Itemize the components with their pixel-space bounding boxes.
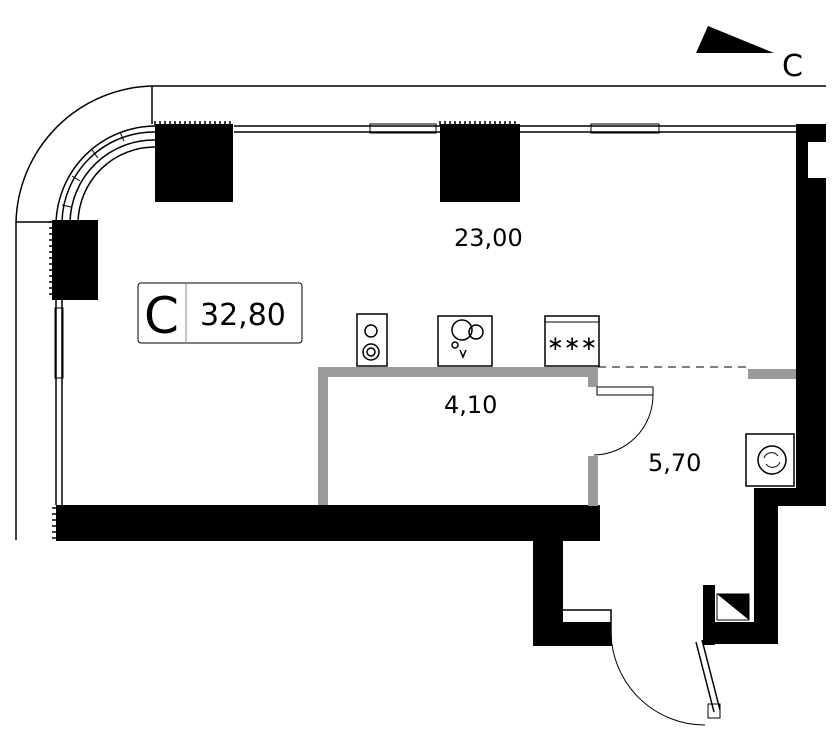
bathroom-door — [593, 386, 654, 456]
compass-label: С — [782, 49, 803, 84]
washing-machine-icon — [745, 433, 795, 487]
hob-symbol: ∗∗∗ — [547, 331, 597, 355]
bathroom-area: 4,10 — [444, 391, 497, 419]
living-room-area: 23,00 — [454, 224, 523, 252]
sink-icon — [437, 315, 493, 367]
hallway-area: 5,70 — [648, 449, 701, 477]
unit-total-area: 32,80 — [200, 298, 286, 333]
entrance-wall-left — [533, 541, 612, 646]
fridge-icon — [356, 313, 388, 367]
unit-badge: С 32,80 — [137, 282, 303, 345]
entrance-door — [610, 631, 721, 726]
south-wall — [52, 505, 600, 541]
north-facade — [154, 121, 826, 202]
window-sash — [369, 123, 437, 134]
wall-pier — [155, 124, 233, 202]
east-wall — [748, 142, 826, 488]
hob-icon: ∗∗∗ — [544, 315, 600, 367]
compass: С — [696, 26, 803, 84]
wall-pier — [440, 124, 520, 202]
building-outline — [15, 85, 826, 540]
unit-type-letter: С — [144, 287, 179, 345]
kitchen-appliances: ∗∗∗ — [356, 313, 795, 487]
north-arrow-icon — [696, 26, 774, 53]
corner-glazing — [55, 125, 156, 223]
window-sash — [590, 123, 660, 134]
wall-pier — [52, 220, 98, 300]
bathroom-partitions — [318, 366, 748, 506]
window-sash — [54, 307, 64, 379]
west-facade — [49, 220, 98, 505]
entrance-wall-right — [703, 488, 826, 645]
room-areas: 23,00 4,10 5,70 — [444, 224, 701, 477]
wall-pier — [796, 124, 826, 142]
